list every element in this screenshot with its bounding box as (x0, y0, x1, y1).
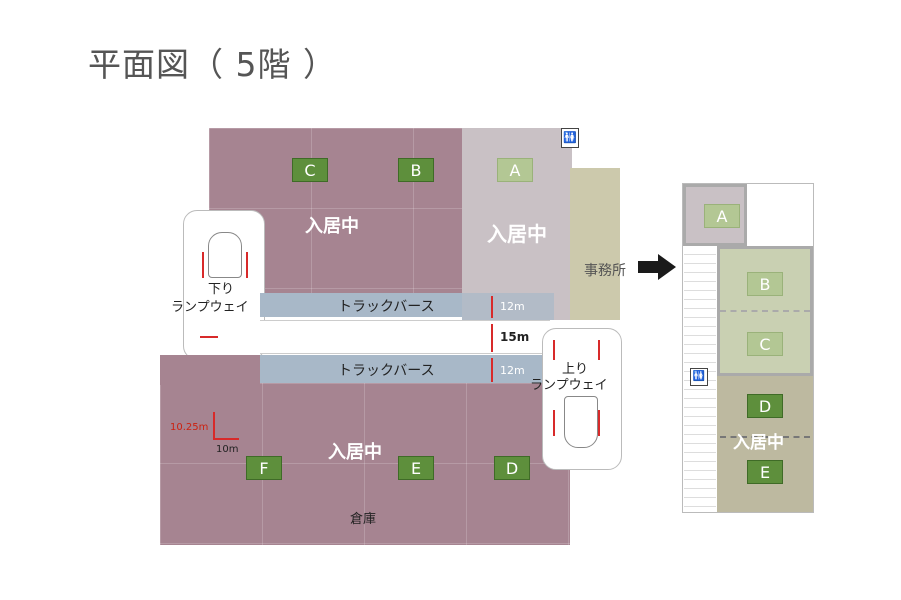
side-unit-badge-b: B (747, 272, 783, 296)
dim-line-vertical-10-25 (213, 412, 215, 440)
office-label: 事務所 (584, 263, 626, 279)
truck-berth-lower (260, 355, 462, 383)
dim-line-12m-top (491, 296, 493, 318)
unit-badge-f: F (246, 456, 282, 480)
occupied-label-bottom: 入居中 (328, 442, 382, 463)
occupied-label-top-right: 入居中 (487, 222, 547, 246)
ramp-arrow-right-1 (553, 340, 555, 360)
side-restroom-icon: 🚻 (690, 368, 708, 386)
ramp-arrow-right-2 (598, 340, 600, 360)
dim-12m-top: 12m (500, 300, 525, 313)
zone-bottom-left-ext (160, 355, 260, 385)
dim-10-25m: 10.25m (170, 422, 209, 433)
up-ramp-label-2: ランプウェイ (530, 378, 608, 393)
down-ramp-label-2: ランプウェイ (171, 300, 249, 315)
ramp-arrow-left-1 (202, 252, 204, 278)
page-title: 平面図（ 5階 ） (88, 45, 337, 84)
occupied-label-top-left: 入居中 (305, 216, 359, 237)
ramp-loop-left (208, 232, 242, 278)
side-unit-badge-c: C (747, 332, 783, 356)
ramp-arrow-left-3 (200, 336, 218, 338)
up-ramp-label-1: 上り (562, 362, 589, 377)
ramp-arrow-right-3 (553, 410, 555, 436)
unit-badge-b: B (398, 158, 434, 182)
dim-10m: 10m (216, 444, 239, 455)
truck-berth-label-lower: トラックバース (338, 363, 435, 379)
truck-berth-lower-right (462, 355, 542, 383)
arrow-right-icon (638, 254, 676, 280)
ramp-arrow-left-2 (246, 252, 248, 278)
unit-badge-e: E (398, 456, 434, 480)
truck-berth-label-upper: トラックバース (338, 299, 435, 315)
side-zone-divider (720, 310, 810, 312)
passage (260, 320, 550, 354)
side-unit-badge-e: E (747, 460, 783, 484)
zone-office (570, 168, 620, 320)
dim-15m: 15m (500, 330, 530, 344)
dim-line-15m (491, 324, 493, 352)
unit-badge-c: C (292, 158, 328, 182)
unit-badge-a: A (497, 158, 533, 182)
truck-berth-upper (260, 293, 462, 317)
side-unit-badge-d: D (747, 394, 783, 418)
restroom-icon: 🚻 (561, 128, 579, 148)
ramp-loop-right (564, 396, 598, 448)
side-unit-badge-a: A (704, 204, 740, 228)
dim-line-horizontal-10 (213, 438, 239, 440)
ramp-arrow-right-4 (598, 410, 600, 436)
dim-line-12m-bottom (491, 358, 493, 382)
warehouse-label: 倉庫 (350, 512, 377, 527)
dim-12m-bottom: 12m (500, 364, 525, 377)
down-ramp-label-1: 下り (208, 282, 235, 297)
side-occupied-label: 入居中 (733, 433, 784, 453)
unit-badge-d: D (494, 456, 530, 480)
truck-berth-upper-right (462, 293, 554, 320)
side-zone-de-divider (720, 436, 810, 438)
